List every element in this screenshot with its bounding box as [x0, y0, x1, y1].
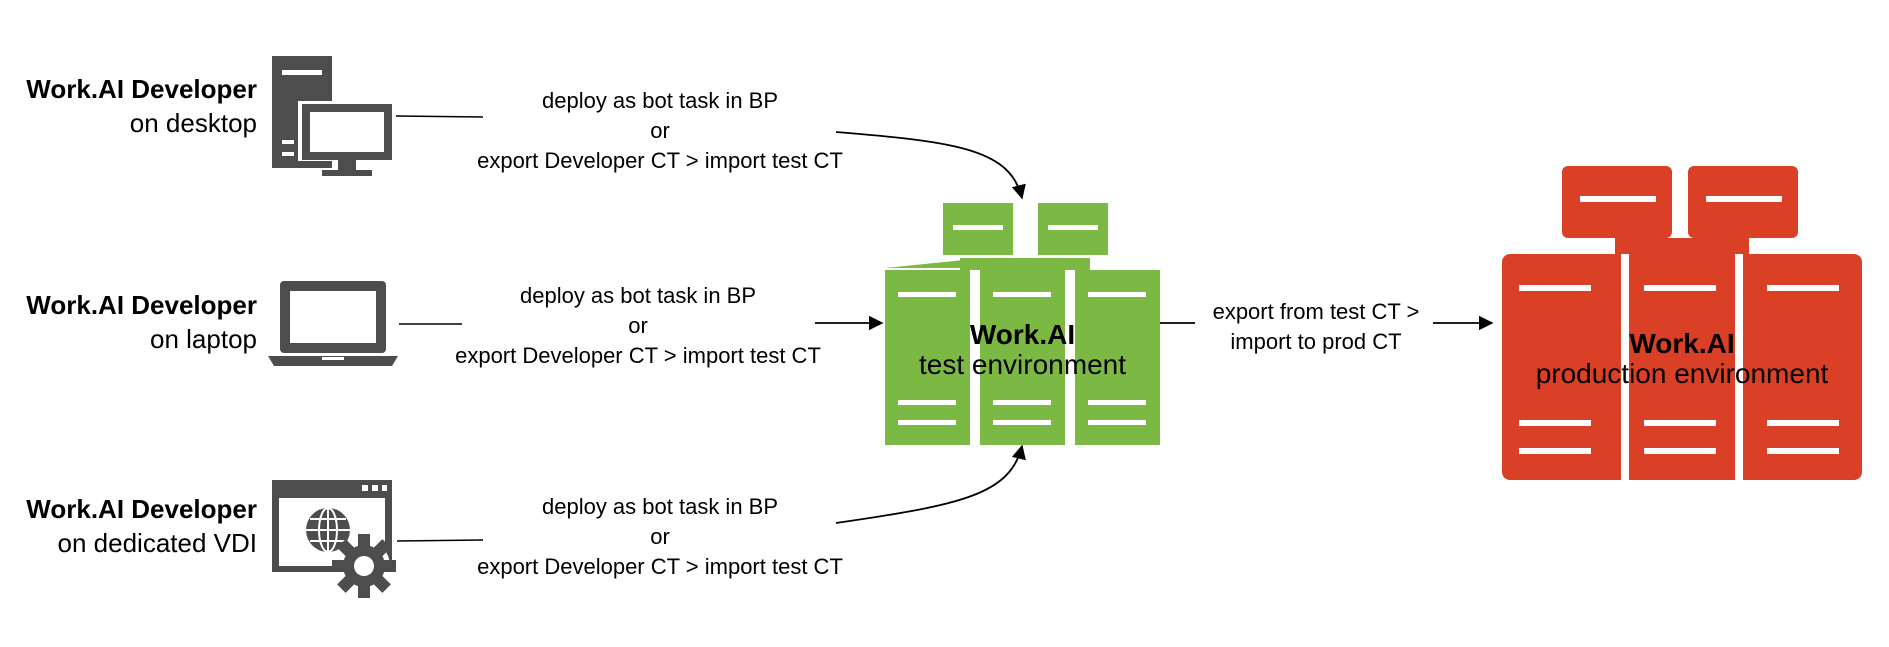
- flow-line: deploy as bot task in BP: [541, 88, 779, 113]
- developer-subtitle: on desktop: [129, 108, 257, 138]
- production-environment-label: Work.AI production environment: [1502, 329, 1862, 389]
- developer-subtitle: on laptop: [150, 324, 257, 354]
- test-environment-label: Work.AI test environment: [885, 320, 1160, 380]
- developer-vdi-label: Work.AI Developer on dedicated VDI: [2, 492, 257, 560]
- flow-line: or: [628, 313, 648, 338]
- flow-label-laptop: deploy as bot task in BP or export Devel…: [408, 281, 868, 371]
- flow-line: export Developer CT > import test CT: [477, 554, 843, 579]
- flow-label-vdi: deploy as bot task in BP or export Devel…: [430, 492, 890, 582]
- laptop-icon: [268, 281, 398, 366]
- production-environment-servers: [1502, 166, 1862, 480]
- test-environment-servers: [885, 203, 1160, 445]
- env-subtitle: production environment: [1535, 358, 1829, 389]
- promotion-label: export from test CT > import to prod CT: [1196, 297, 1436, 357]
- developer-laptop-label: Work.AI Developer on laptop: [2, 288, 257, 356]
- promotion-line: export from test CT >: [1212, 299, 1420, 324]
- connector-lines: [395, 115, 484, 542]
- arrows-to-test: [815, 131, 1494, 524]
- flow-line: or: [650, 524, 670, 549]
- flow-line: or: [650, 118, 670, 143]
- flow-line: export Developer CT > import test CT: [477, 148, 843, 173]
- desktop-computer-icon: [272, 56, 393, 176]
- env-subtitle: test environment: [919, 349, 1126, 380]
- developer-subtitle: on dedicated VDI: [57, 528, 257, 558]
- promotion-line: import to prod CT: [1230, 329, 1402, 354]
- env-title: Work.AI: [1629, 328, 1735, 359]
- developer-title: Work.AI Developer: [26, 290, 257, 320]
- flow-line: deploy as bot task in BP: [519, 283, 757, 308]
- env-title: Work.AI: [969, 319, 1076, 350]
- flow-line: export Developer CT > import test CT: [455, 343, 821, 368]
- developer-title: Work.AI Developer: [26, 74, 257, 104]
- vdi-globe-gear-icon: [272, 480, 396, 598]
- developer-desktop-label: Work.AI Developer on desktop: [2, 72, 257, 140]
- flow-label-desktop: deploy as bot task in BP or export Devel…: [430, 86, 890, 176]
- developer-title: Work.AI Developer: [26, 494, 257, 524]
- flow-line: deploy as bot task in BP: [541, 494, 779, 519]
